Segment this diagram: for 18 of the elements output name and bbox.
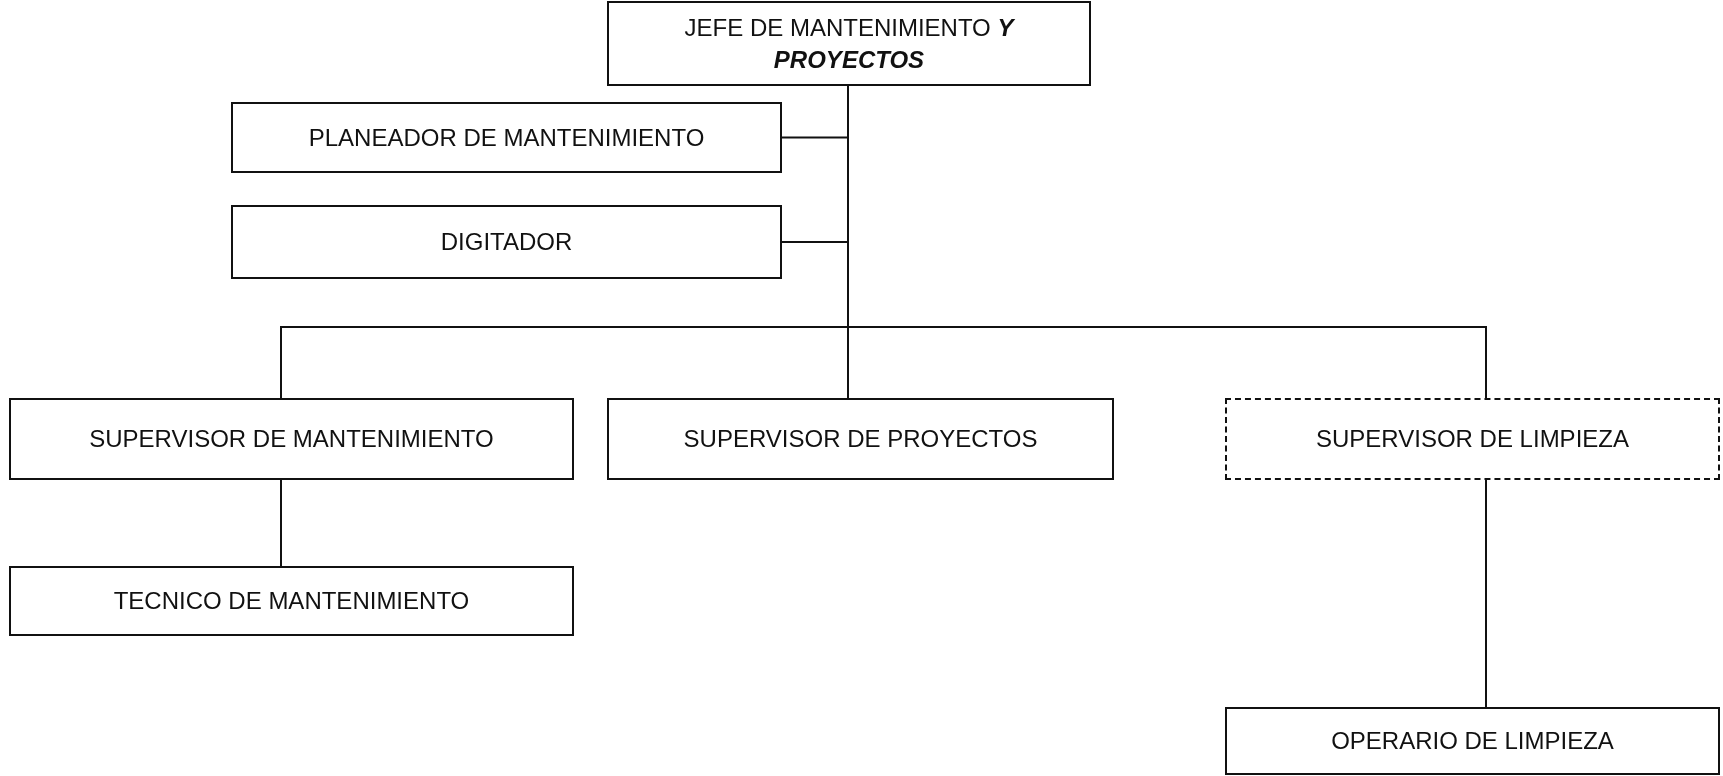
org-box (231, 102, 782, 173)
connector-line (1485, 479, 1487, 708)
box-label: OPERARIO DE LIMPIEZA (1330, 726, 1615, 757)
org-box (1225, 707, 1720, 775)
org-box (9, 398, 574, 480)
box-label: JEFE DE MANTENIMIENTO Y PROYECTOS (683, 13, 1016, 75)
box-label: TECNICO DE MANTENIMIENTO (112, 586, 471, 617)
box-label: SUPERVISOR DE PROYECTOS (682, 424, 1039, 455)
org-box (9, 566, 574, 636)
org-box (607, 398, 1114, 480)
org-box (1225, 398, 1720, 480)
box-label: DIGITADOR (439, 227, 574, 258)
box-label: SUPERVISOR DE MANTENIMIENTO (88, 424, 495, 455)
box-label: PLANEADOR DE MANTENIMIENTO (307, 122, 706, 153)
org-box (231, 205, 782, 279)
connector-line (280, 479, 282, 567)
box-label: SUPERVISOR DE LIMPIEZA (1315, 424, 1630, 455)
org-box (607, 1, 1091, 86)
